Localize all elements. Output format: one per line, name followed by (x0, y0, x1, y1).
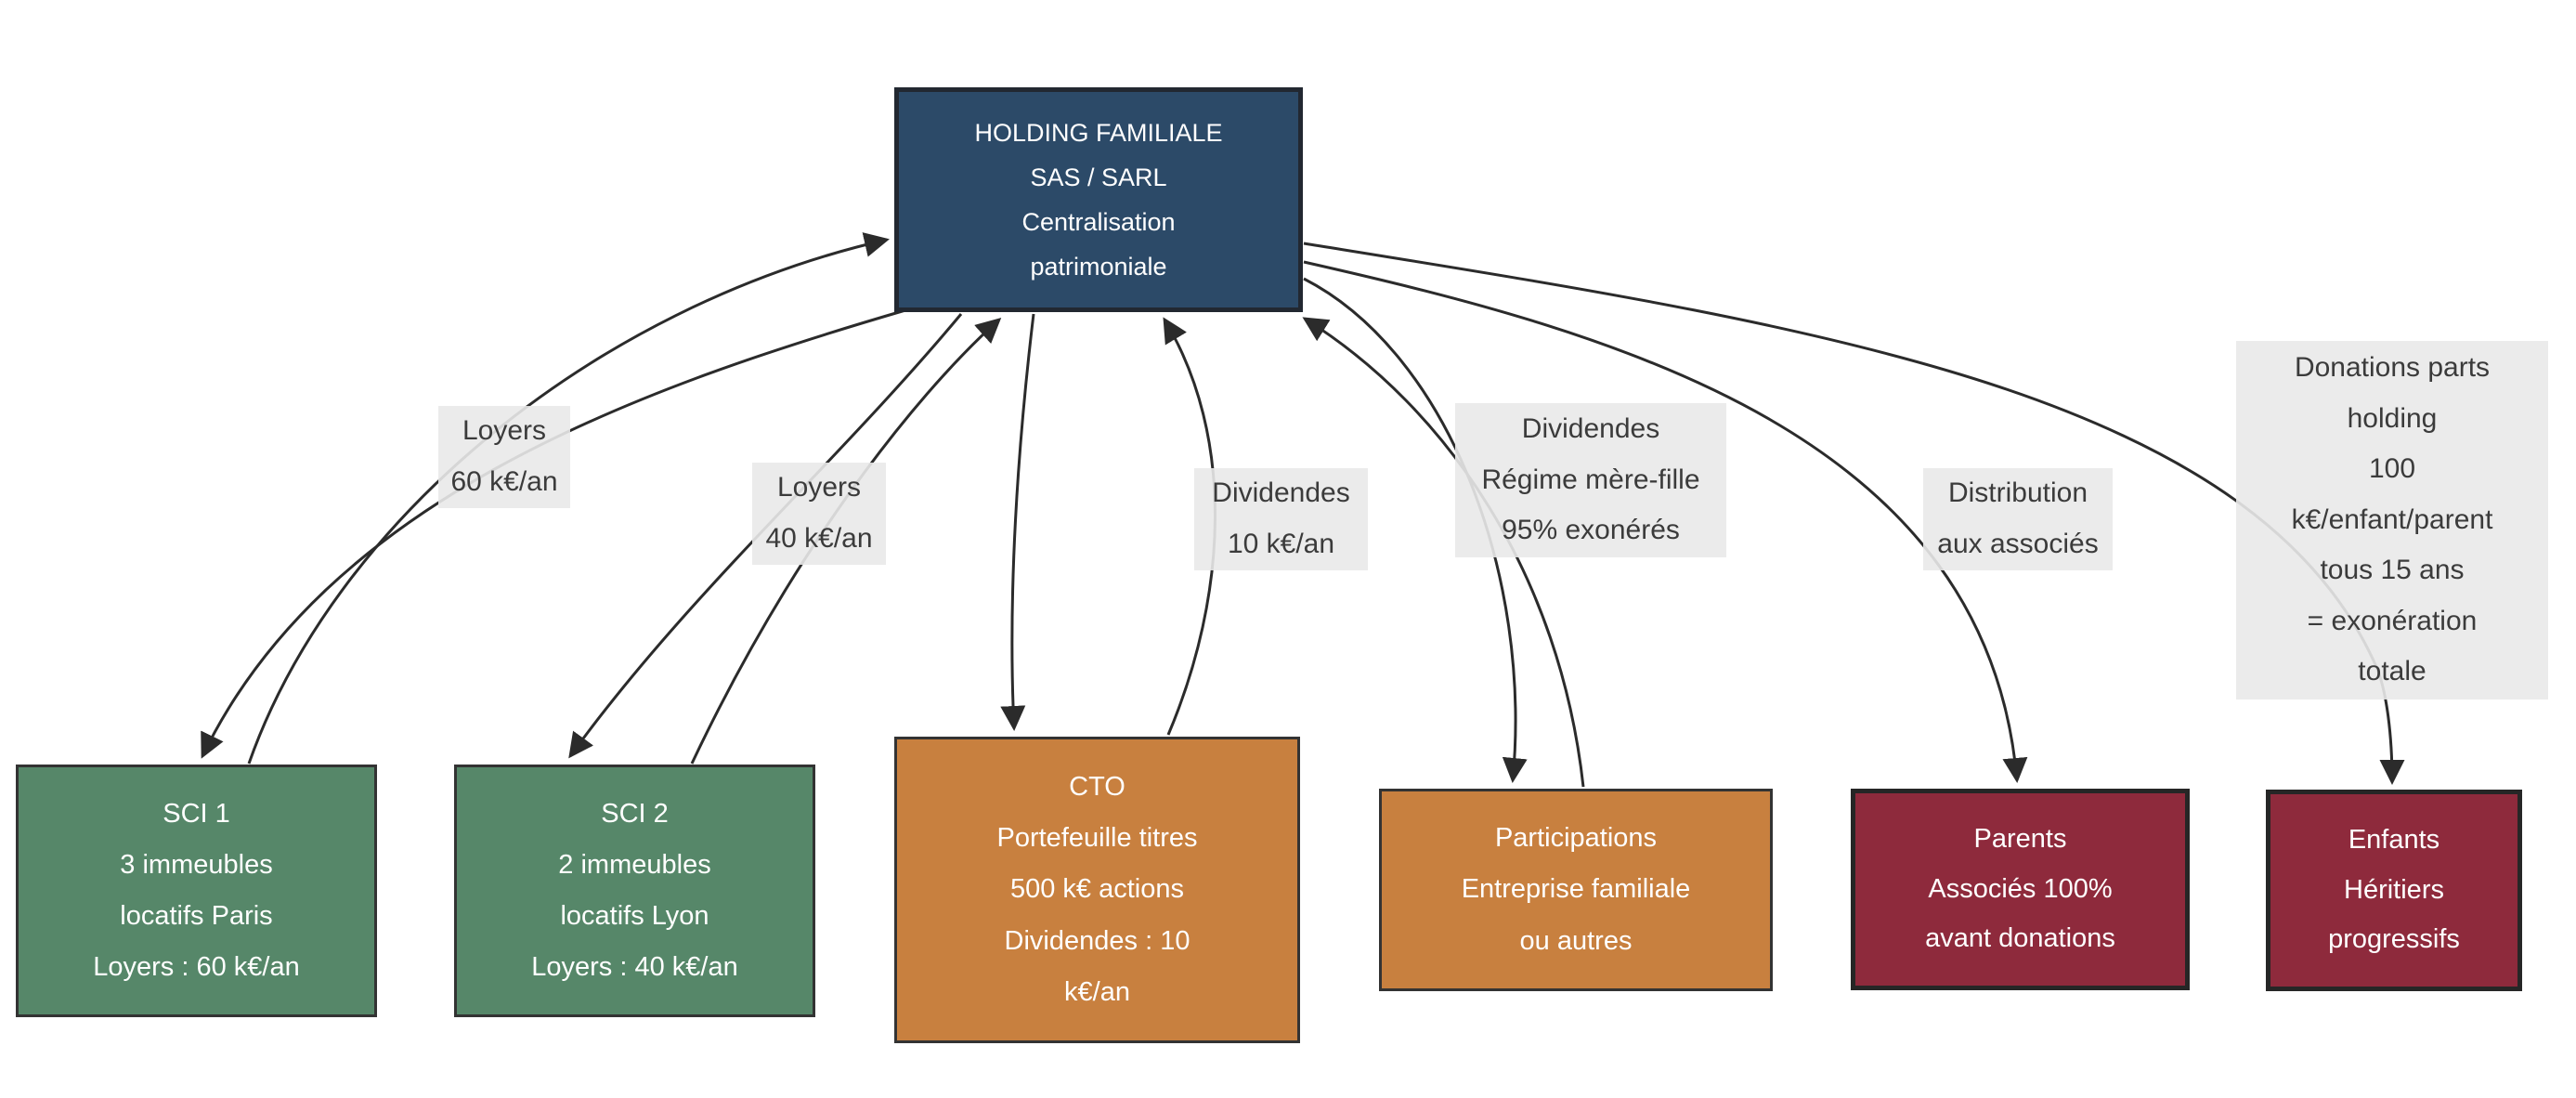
node-text-line: Centralisation (1021, 208, 1176, 236)
edge-label-line: Loyers (462, 415, 547, 447)
edge-holding-to-enfants (1303, 242, 2405, 785)
edge-label-line: 100 (2368, 453, 2416, 485)
node-text-line: 500 k€ actions (1009, 874, 1184, 905)
node-cto: CTO Portefeuille titres 500 k€ actions D… (894, 737, 1300, 1043)
node-text-line: Parents (1973, 824, 2067, 855)
edge-label-loyers-40: Loyers 40 k€/an (752, 463, 886, 565)
edge-label-line: 40 k€/an (765, 523, 873, 554)
node-sci1: SCI 1 3 immeubles locatifs Paris Loyers … (16, 765, 377, 1017)
node-text-line: Participations (1494, 823, 1658, 854)
edge-label-distribution: Distribution aux associés (1923, 468, 2113, 570)
edge-label-line: 95% exonérés (1502, 515, 1680, 546)
node-text-line: Associés 100% (1928, 873, 2113, 904)
edge-label-mere-fille: Dividendes Régime mère-fille 95% exonéré… (1455, 403, 1726, 557)
edge-holding-to-parents (1303, 260, 2028, 783)
edge-label-loyers-60: Loyers 60 k€/an (438, 406, 570, 508)
node-text-line: k€/an (1064, 976, 1130, 1007)
edge-holding-to-cto (1000, 313, 1035, 731)
node-text-line: Entreprise familiale (1461, 874, 1691, 905)
edge-label-line: tous 15 ans (2320, 555, 2465, 586)
edge-label-line: holding (2347, 402, 2438, 434)
node-text-line: Héritiers (2344, 874, 2444, 905)
node-text-line: 2 immeubles (558, 849, 711, 880)
node-text-line: CTO (1069, 772, 1125, 803)
edge-label-line: Donations parts (2294, 351, 2491, 383)
node-text-line: SCI 1 (163, 798, 230, 829)
edge-label-line: Régime mère-fille (1481, 464, 1700, 495)
node-text-line: SAS / SARL (1030, 163, 1167, 191)
edge-label-line: totale (2358, 656, 2426, 687)
node-text-line: locatifs Lyon (560, 901, 709, 931)
edge-label-dividendes-10: Dividendes 10 k€/an (1194, 468, 1368, 570)
edge-label-line: Distribution (1947, 477, 2088, 509)
node-text-line: patrimoniale (1030, 253, 1167, 281)
node-text-line: 3 immeubles (120, 849, 273, 880)
node-text-line: Portefeuille titres (996, 823, 1198, 854)
node-text-line: Loyers : 60 k€/an (93, 952, 300, 983)
edge-label-line: 60 k€/an (450, 466, 558, 497)
edge-label-line: Dividendes (1521, 413, 1660, 445)
edge-label-line: = exonération (2307, 605, 2478, 636)
node-text-line: progressifs (2328, 924, 2460, 955)
edge-label-line: Loyers (776, 472, 862, 503)
node-participations: Participations Entreprise familiale ou a… (1379, 789, 1773, 991)
edge-label-line: Dividendes (1212, 477, 1350, 509)
node-text-line: Dividendes : 10 (1004, 925, 1190, 956)
node-sci2: SCI 2 2 immeubles locatifs Lyon Loyers :… (454, 765, 815, 1017)
node-text-line: locatifs Paris (120, 901, 273, 931)
edge-label-line: aux associés (1937, 529, 2099, 559)
edge-label-donations: Donations parts holding 100 k€/enfant/pa… (2236, 341, 2548, 699)
node-enfants: Enfants Héritiers progressifs (2266, 790, 2522, 991)
node-text-line: Loyers : 40 k€/an (531, 952, 738, 983)
node-text-line: Enfants (2348, 825, 2440, 856)
node-parents: Parents Associés 100% avant donations (1851, 789, 2190, 990)
node-text-line: SCI 2 (601, 798, 669, 829)
node-text-line: ou autres (1519, 925, 1633, 956)
edge-label-line: 10 k€/an (1227, 529, 1335, 559)
node-holding-familiale: HOLDING FAMILIALE SAS / SARL Centralisat… (894, 87, 1303, 312)
node-text-line: HOLDING FAMILIALE (974, 118, 1223, 147)
edge-label-line: k€/enfant/parent (2291, 503, 2493, 535)
node-text-line: avant donations (1925, 923, 2115, 954)
